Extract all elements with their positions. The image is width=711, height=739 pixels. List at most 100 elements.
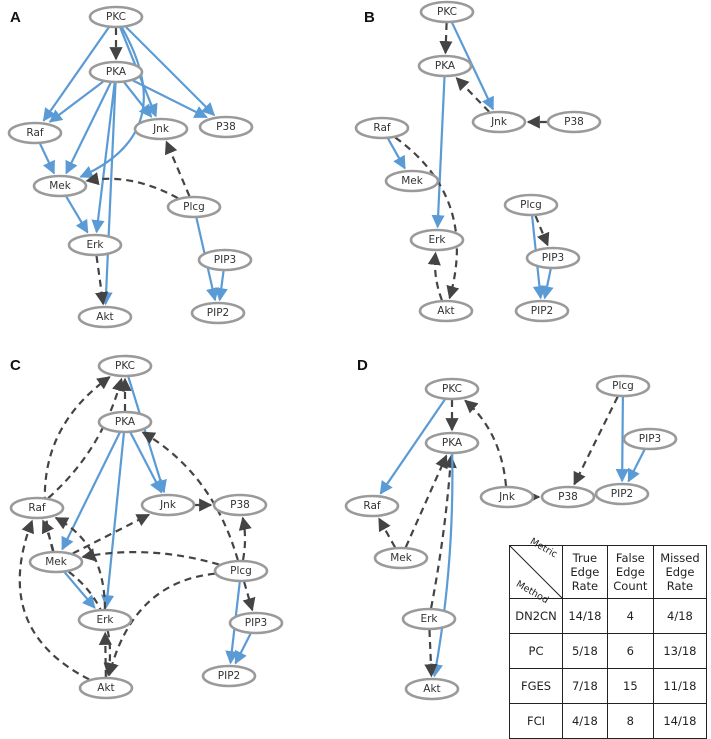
node-ellipse xyxy=(32,174,88,198)
node-label: Akt xyxy=(437,305,454,317)
node-plcg: Plcg xyxy=(503,193,559,217)
node-label: PKC xyxy=(115,360,135,372)
edge-plcg-to-pip3 xyxy=(534,215,550,247)
edge-plcg-to-p38 xyxy=(573,396,619,486)
node-label: PKA xyxy=(435,60,456,72)
node-label: Mek xyxy=(49,180,72,192)
table-row: FCI 4/18 8 14/18 xyxy=(509,703,708,739)
node-ellipse xyxy=(212,493,268,517)
node-ellipse xyxy=(344,494,400,518)
edge-mek-to-pkc xyxy=(43,376,111,552)
node-ellipse xyxy=(419,0,475,24)
node-ellipse xyxy=(88,60,144,84)
cell-false-edge-count: 15 xyxy=(606,668,654,704)
node-ellipse xyxy=(190,301,246,325)
edges-group xyxy=(378,396,646,678)
node-label: P38 xyxy=(558,491,578,503)
node-ellipse xyxy=(67,233,123,257)
node-p38: P38 xyxy=(212,493,268,517)
node-ellipse xyxy=(97,354,153,378)
node-ellipse xyxy=(133,117,189,141)
edge-raf-to-mek xyxy=(387,138,406,170)
edge-pka-to-akt xyxy=(430,453,454,678)
edge-jnk-to-pka xyxy=(455,76,490,113)
edge-pkc-to-raf xyxy=(42,26,110,122)
edge-pkc-to-pka xyxy=(439,22,453,55)
node-ellipse xyxy=(88,5,144,29)
node-p38: P38 xyxy=(540,485,596,509)
node-erk: Erk xyxy=(77,608,133,632)
edge-plcg-to-mek xyxy=(81,548,220,566)
edge-pip3-to-pip2 xyxy=(627,449,646,483)
node-label: Plcg xyxy=(183,201,205,213)
edge-raf-to-akt xyxy=(394,136,460,300)
edge-erk-to-akt xyxy=(424,629,438,678)
node-ellipse xyxy=(471,110,527,134)
edge-akt-to-erk xyxy=(427,251,443,301)
node-ellipse xyxy=(401,607,457,631)
node-label: Mek xyxy=(45,556,68,568)
node-label: P38 xyxy=(216,121,236,133)
edge-plcg-to-jnk xyxy=(164,140,191,197)
node-label: P38 xyxy=(230,499,250,511)
cell-missed-edge-rate: 14/18 xyxy=(652,703,708,739)
node-label: PIP3 xyxy=(214,254,236,266)
panel-letter: B xyxy=(364,9,375,26)
panel-letter: D xyxy=(357,357,368,374)
edge-erk-to-raf xyxy=(54,516,107,610)
table-row: DN2CN 14/18 4 4/18 xyxy=(509,598,708,634)
cell-true-edge-rate: 5/18 xyxy=(562,633,608,669)
edge-mek-to-jnk xyxy=(72,513,151,555)
node-ellipse xyxy=(546,110,602,134)
cell-true-edge-rate: 4/18 xyxy=(562,703,608,739)
node-ellipse xyxy=(213,559,269,583)
row-method: FGES xyxy=(509,668,563,704)
node-label: Jnk xyxy=(159,499,177,511)
node-label: PKA xyxy=(106,66,127,78)
node-label: Raf xyxy=(363,500,380,512)
node-ellipse xyxy=(77,608,133,632)
node-mek: Mek xyxy=(373,546,429,570)
node-p38: P38 xyxy=(546,110,602,134)
cell-false-edge-count: 8 xyxy=(606,703,654,739)
node-label: PIP3 xyxy=(245,617,267,629)
edge-akt-to-erk xyxy=(98,631,112,678)
edge-mek-to-raf xyxy=(378,517,396,548)
node-plcg: Plcg xyxy=(213,559,269,583)
node-erk: Erk xyxy=(409,228,465,252)
node-erk: Erk xyxy=(401,607,457,631)
node-label: PIP2 xyxy=(531,305,553,317)
node-label: PIP3 xyxy=(542,252,564,264)
node-pip3: PIP3 xyxy=(525,246,581,270)
node-raf: Raf xyxy=(354,116,410,140)
cell-false-edge-count: 6 xyxy=(606,633,654,669)
node-ellipse xyxy=(514,299,570,323)
node-label: PIP2 xyxy=(218,670,240,682)
node-mek: Mek xyxy=(384,169,440,193)
corner-diagonal-line xyxy=(510,546,562,598)
node-label: Jnk xyxy=(498,491,516,503)
edge-pka-to-raf xyxy=(48,80,104,123)
node-ellipse xyxy=(417,54,473,78)
row-method: PC xyxy=(509,633,563,669)
cell-false-edge-count: 4 xyxy=(606,598,654,634)
cell-true-edge-rate: 7/18 xyxy=(562,668,608,704)
node-pka: PKA xyxy=(417,54,473,78)
node-label: Erk xyxy=(420,613,438,625)
edges-group xyxy=(39,26,228,306)
node-ellipse xyxy=(166,195,222,219)
edge-pka-to-erk xyxy=(100,432,125,609)
node-label: Akt xyxy=(96,311,113,323)
edges-group xyxy=(18,376,256,681)
node-pip3: PIP3 xyxy=(197,248,253,272)
